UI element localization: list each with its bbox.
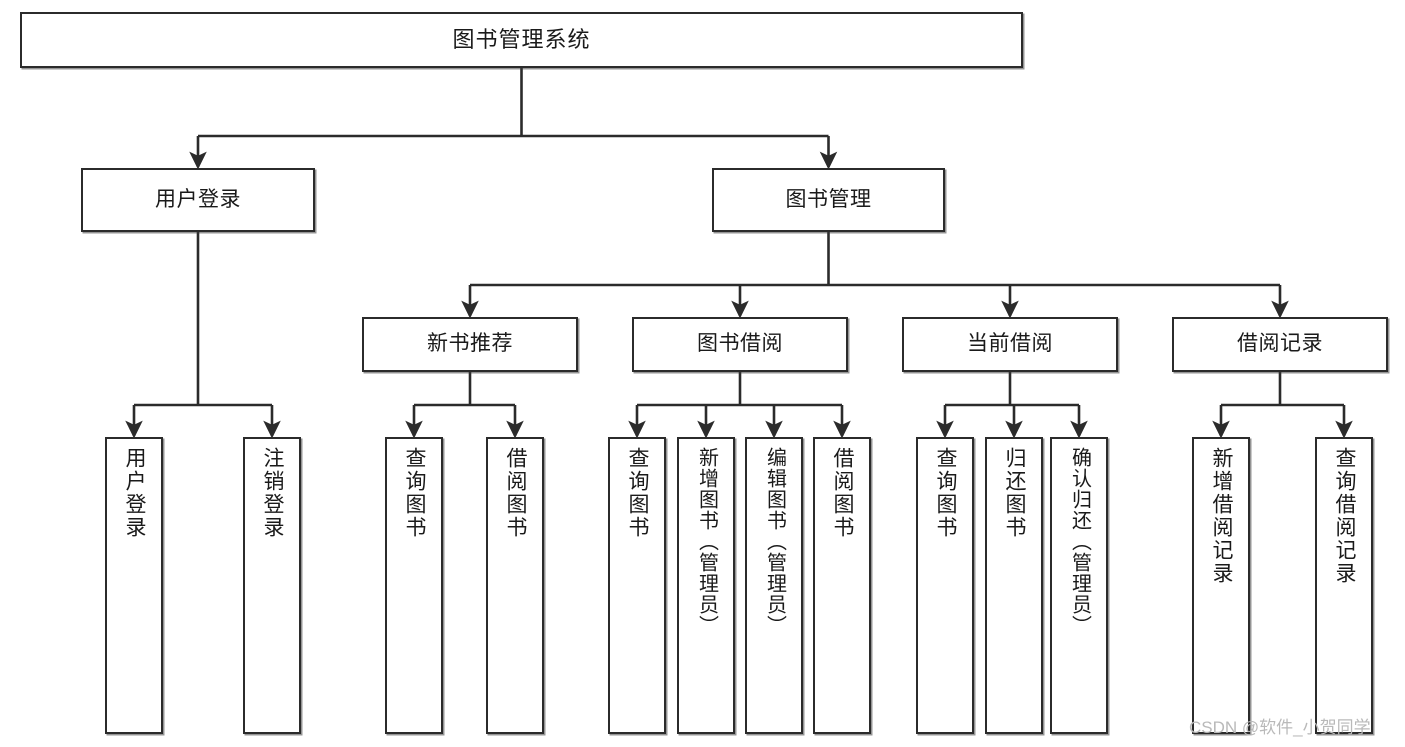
node-label-leaf-b-query: 查询图书	[626, 447, 650, 539]
node-leaf-c-return[interactable]: 归还图书	[985, 437, 1043, 734]
node-root[interactable]: 图书管理系统	[20, 12, 1023, 68]
node-leaf-r-add[interactable]: 新增借阅记录	[1192, 437, 1250, 734]
node-label-leaf-c-return: 归还图书	[1003, 447, 1027, 539]
node-login[interactable]: 用户登录	[81, 168, 315, 232]
node-leaf-user-login[interactable]: 用户登录	[105, 437, 163, 734]
node-leaf-b-query[interactable]: 查询图书	[608, 437, 666, 734]
node-label-leaf-user-logout: 注销登录	[261, 447, 285, 539]
node-label-leaf-b-add: 新增图书（管理员）	[695, 447, 718, 636]
node-label-leaf-b-edit: 编辑图书（管理员）	[763, 447, 786, 636]
node-current[interactable]: 当前借阅	[902, 317, 1118, 372]
node-label-leaf-b-borrow: 借阅图书	[831, 447, 855, 539]
node-borrow[interactable]: 图书借阅	[632, 317, 848, 372]
node-label-current: 当前借阅	[967, 332, 1053, 356]
node-bookmgmt[interactable]: 图书管理	[712, 168, 945, 232]
node-label-login: 用户登录	[155, 187, 241, 211]
node-label-record: 借阅记录	[1237, 332, 1323, 356]
node-label-leaf-r-query: 查询借阅记录	[1333, 447, 1357, 585]
node-record[interactable]: 借阅记录	[1172, 317, 1388, 372]
node-label-borrow: 图书借阅	[697, 332, 783, 356]
node-label-leaf-new-borrow: 借阅图书	[504, 447, 528, 539]
node-label-bookmgmt: 图书管理	[785, 187, 872, 211]
node-leaf-c-query[interactable]: 查询图书	[916, 437, 974, 734]
node-leaf-new-query[interactable]: 查询图书	[385, 437, 443, 734]
node-label-leaf-c-query: 查询图书	[934, 447, 958, 539]
node-label-newbook: 新书推荐	[427, 332, 513, 356]
node-leaf-user-logout[interactable]: 注销登录	[243, 437, 301, 734]
node-label-leaf-c-confirm: 确认归还（管理员）	[1068, 447, 1091, 636]
node-leaf-b-borrow[interactable]: 借阅图书	[813, 437, 871, 734]
node-label-leaf-user-login: 用户登录	[123, 447, 147, 539]
node-label-root: 图书管理系统	[452, 27, 591, 53]
node-leaf-b-edit[interactable]: 编辑图书（管理员）	[745, 437, 803, 734]
node-leaf-r-query[interactable]: 查询借阅记录	[1315, 437, 1373, 734]
node-leaf-c-confirm[interactable]: 确认归还（管理员）	[1050, 437, 1108, 734]
node-leaf-new-borrow[interactable]: 借阅图书	[486, 437, 544, 734]
watermark-label: CSDN @软件_小贺同学	[1189, 718, 1371, 737]
node-label-leaf-new-query: 查询图书	[403, 447, 427, 539]
node-leaf-b-add[interactable]: 新增图书（管理员）	[677, 437, 735, 734]
node-newbook[interactable]: 新书推荐	[362, 317, 578, 372]
node-label-leaf-r-add: 新增借阅记录	[1210, 447, 1234, 585]
